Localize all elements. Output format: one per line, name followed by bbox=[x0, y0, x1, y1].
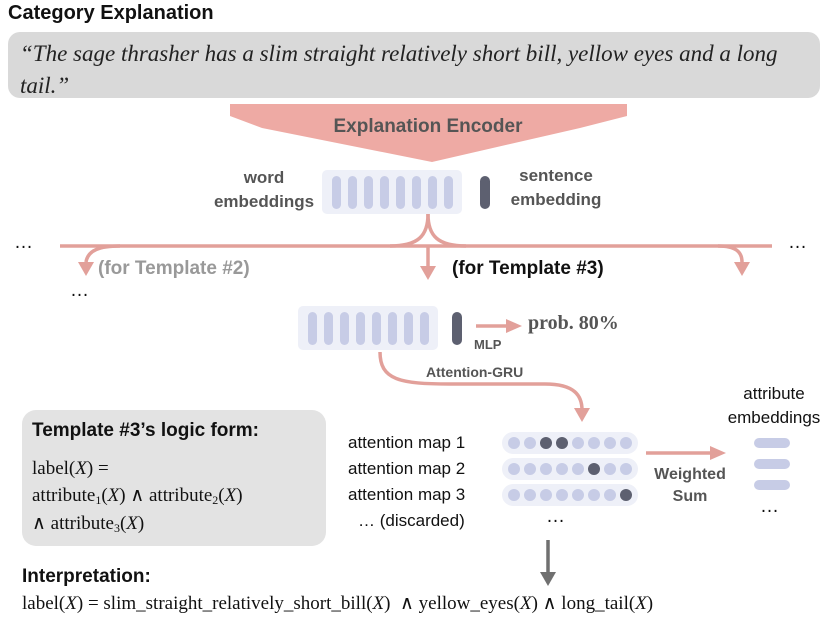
encoder-funnel bbox=[230, 104, 627, 162]
explanation-box bbox=[8, 32, 820, 98]
encoder-label: Explanation Encoder bbox=[334, 116, 524, 137]
section-title: Category Explanation bbox=[8, 2, 214, 24]
template2-label: (for Template #2) bbox=[98, 258, 250, 279]
attention-map-1 bbox=[502, 432, 638, 454]
ellipsis-attributes: … bbox=[760, 496, 779, 517]
template-sentence-bar bbox=[452, 312, 462, 345]
attention-map-3 bbox=[502, 484, 638, 506]
word-embeddings-label: word embeddings bbox=[213, 168, 315, 211]
attention-map-1-label: attention map 1 bbox=[348, 433, 466, 452]
attention-map-3-label: attention map 3 bbox=[348, 485, 466, 504]
weighted-sum-label: Weighted Sum bbox=[654, 466, 726, 505]
word-embedding-bars bbox=[332, 176, 453, 209]
discarded-label: … (discarded) bbox=[358, 511, 465, 530]
word-embeddings-box bbox=[322, 170, 462, 214]
logic-line-3: ∧ attribute3(X) bbox=[32, 513, 145, 535]
attention-map-2 bbox=[502, 458, 638, 480]
ellipsis-right: … bbox=[788, 232, 807, 253]
probability-label: prob. 80% bbox=[528, 312, 619, 334]
logic-line-1: label(X) = bbox=[32, 458, 109, 479]
attribute-embedding-bars bbox=[754, 438, 790, 490]
attention-gru-label: Attention-GRU bbox=[426, 364, 524, 380]
sentence-embedding-bar bbox=[480, 176, 490, 209]
interpretation-title: Interpretation: bbox=[22, 566, 151, 587]
template3-label: (for Template #3) bbox=[452, 258, 604, 279]
attribute-embeddings-label: attribute embeddings bbox=[727, 384, 821, 427]
explanation-quote: “The sage thrasher has a slim straight r… bbox=[20, 41, 778, 98]
logic-line-2: attribute1(X) ∧ attribute2(X) bbox=[32, 485, 243, 507]
interpretation-formula: label(X) = slim_straight_relatively_shor… bbox=[22, 593, 654, 614]
logic-form-box bbox=[22, 410, 326, 546]
ellipsis-left: … bbox=[14, 232, 33, 253]
sentence-embedding-label: sentence embedding bbox=[510, 166, 602, 209]
ellipsis-template2: … bbox=[70, 280, 89, 301]
attention-map-2-label: attention map 2 bbox=[348, 459, 466, 478]
template-embeddings-box bbox=[298, 306, 438, 350]
template-embedding-bars bbox=[308, 312, 429, 345]
ellipsis-attention: … bbox=[546, 506, 565, 527]
logic-form-title: Template #3’s logic form: bbox=[32, 420, 259, 441]
mlp-label: MLP bbox=[474, 337, 502, 352]
